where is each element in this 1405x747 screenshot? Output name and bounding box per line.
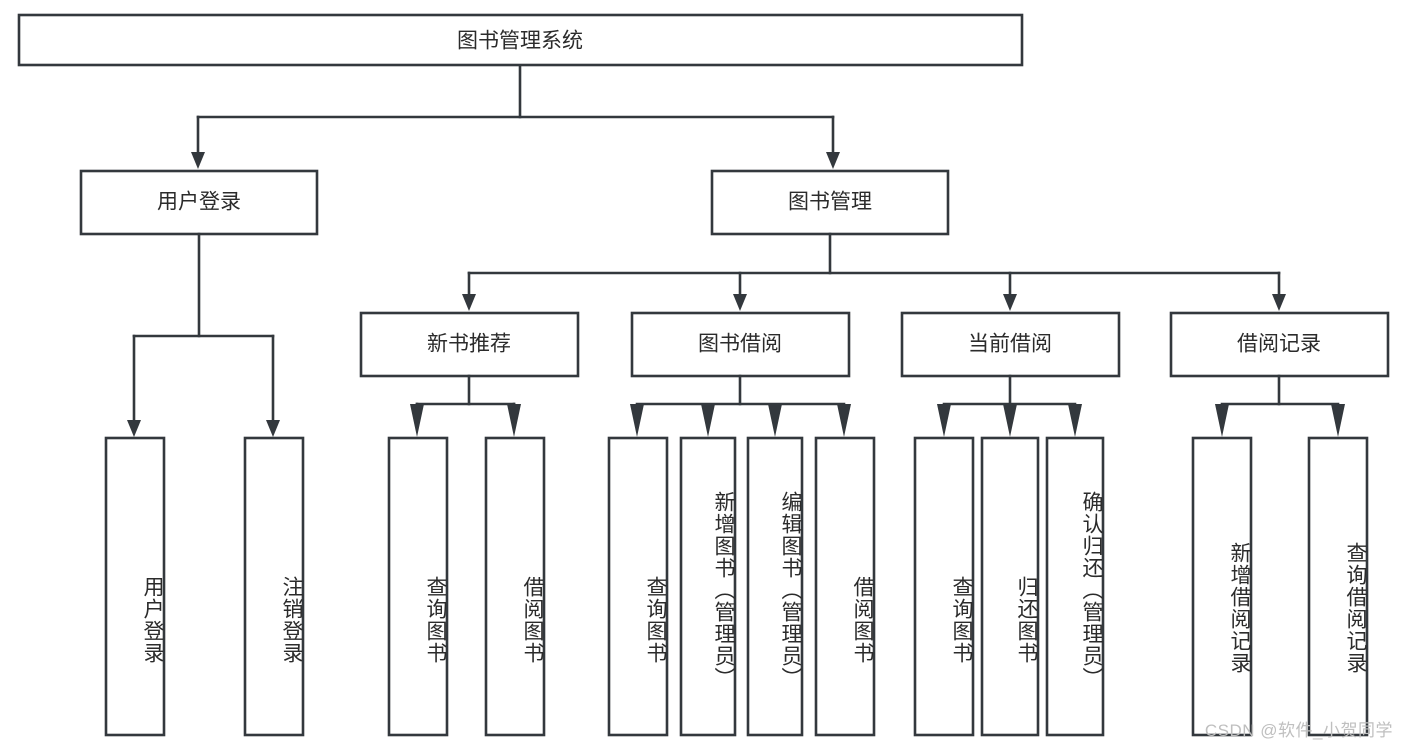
node-new-book-recommend-label: 新书推荐 — [427, 333, 511, 356]
leaf-box-new-book-1[interactable] — [387, 436, 449, 737]
connector-new-book-recommend-to-leaves — [410, 374, 521, 437]
leaf-box-borrow-record-1[interactable] — [1191, 436, 1253, 737]
leaf-box-user-login-2[interactable] — [243, 436, 305, 737]
connector-book-borrow-to-leaves — [630, 374, 851, 437]
leaf-box-book-borrow-4[interactable] — [814, 436, 876, 737]
node-user-login-box[interactable] — [79, 169, 319, 236]
node-new-book-recommend-box[interactable] — [359, 311, 580, 378]
leaf-box-current-borrow-1[interactable] — [913, 436, 975, 737]
connector-root-to-level2 — [191, 64, 840, 169]
csdn-watermark: CSDN @软件_小贺同学 — [1204, 721, 1393, 740]
node-book-borrow-label: 图书借阅 — [698, 333, 782, 356]
connector-user-login-to-leaves — [127, 232, 280, 437]
node-borrow-record[interactable]: 借阅记录 — [1169, 311, 1390, 378]
leaf-box-book-borrow-3[interactable] — [746, 436, 804, 737]
leaf-box-current-borrow-2[interactable] — [980, 436, 1040, 737]
node-root[interactable]: 图书管理系统 — [17, 13, 1024, 67]
node-user-login[interactable]: 用户登录 — [79, 169, 319, 236]
node-root-label: 图书管理系统 — [457, 30, 583, 53]
node-root-box[interactable] — [17, 13, 1024, 67]
node-new-book-recommend[interactable]: 新书推荐 — [359, 311, 580, 378]
leaf-box-borrow-record-2[interactable] — [1307, 436, 1369, 737]
leaf-box-user-login-1[interactable] — [104, 436, 166, 737]
connector-current-borrow-to-leaves — [937, 374, 1082, 437]
leaf-box-current-borrow-3[interactable] — [1045, 436, 1105, 737]
node-book-management[interactable]: 图书管理 — [710, 169, 950, 236]
leaf-box-book-borrow-1[interactable] — [607, 436, 669, 737]
node-current-borrow[interactable]: 当前借阅 — [900, 311, 1121, 378]
leaf-box-new-book-2[interactable] — [484, 436, 546, 737]
leaf-box-book-borrow-2[interactable] — [679, 436, 737, 737]
node-book-management-label: 图书管理 — [788, 191, 872, 214]
connector-borrow-record-to-leaves — [1215, 374, 1345, 437]
node-current-borrow-label: 当前借阅 — [968, 333, 1052, 356]
connector-book-management-to-level3 — [462, 232, 1286, 311]
node-borrow-record-label: 借阅记录 — [1237, 333, 1321, 356]
node-book-borrow[interactable]: 图书借阅 — [630, 311, 851, 378]
node-user-login-label: 用户登录 — [157, 191, 241, 214]
node-current-borrow-box[interactable] — [900, 311, 1121, 378]
